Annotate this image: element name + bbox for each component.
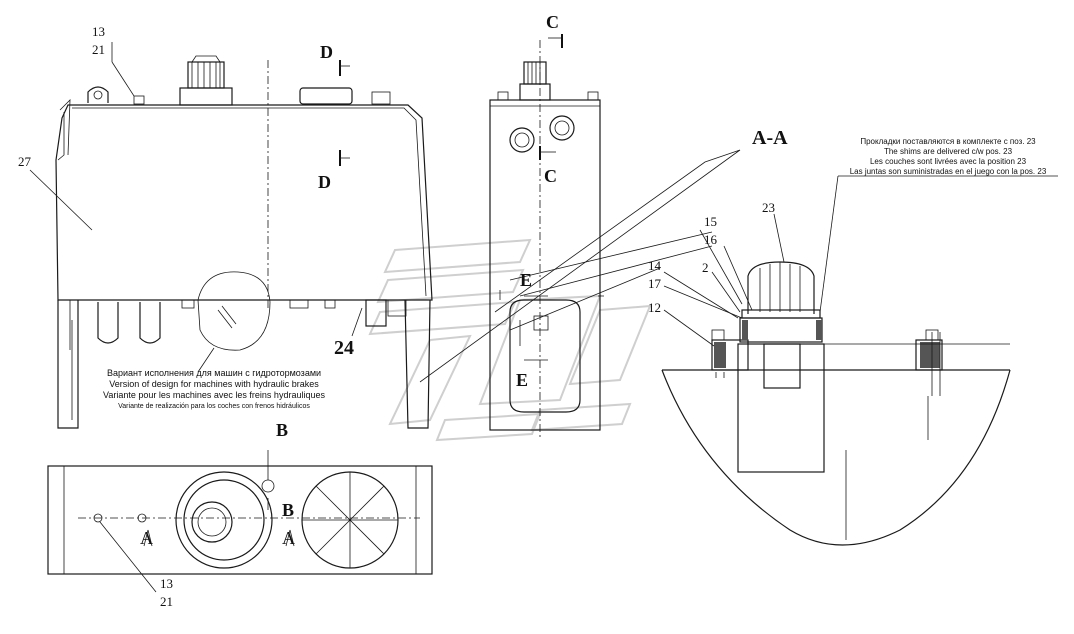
section-a-a: [661, 175, 1058, 546]
tank-top-view: [47, 450, 433, 593]
section-a-left: A: [140, 528, 153, 548]
label-pos-23: 23: [762, 200, 775, 215]
section-e-bottom: E: [516, 370, 528, 390]
label-pos-27: 27: [18, 154, 32, 169]
note-shims-es: Las juntas son suministradas en el juego…: [850, 167, 1047, 176]
section-d-top: D: [320, 42, 333, 62]
note-hydraulic-ru: Вариант исполнения для машин с гидроторм…: [107, 368, 321, 378]
section-d-bottom: D: [318, 172, 331, 192]
tank-side-view: [419, 34, 741, 440]
tank-front-view: [29, 42, 433, 429]
note-hydraulic-en: Version of design for machines with hydr…: [109, 379, 319, 389]
label-pos-12: 12: [648, 300, 661, 315]
note-shims-fr: Les couches sont livrées avec la positio…: [870, 157, 1027, 166]
section-c-bottom: C: [544, 166, 557, 186]
label-pos-24: 24: [334, 337, 354, 359]
section-b-top: B: [276, 420, 288, 440]
label-pos-21-bottom: 21: [160, 594, 173, 609]
note-shims-en: The shims are delivered c/w pos. 23: [884, 147, 1013, 156]
section-c-top: C: [546, 12, 559, 32]
section-aa-title: A-A: [752, 127, 788, 149]
note-shims-ru: Прокладки поставляются в комплекте с поз…: [860, 137, 1036, 146]
label-pos-21-top: 21: [92, 42, 105, 57]
section-e-top: E: [520, 270, 532, 290]
label-pos-15: 15: [704, 214, 717, 229]
label-pos-16: 16: [704, 232, 718, 247]
section-a-right: A: [282, 528, 295, 548]
label-pos-17: 17: [648, 276, 662, 291]
label-pos-13-bottom: 13: [160, 576, 173, 591]
section-b-bottom: B: [282, 500, 294, 520]
label-pos-13-top: 13: [92, 24, 105, 39]
note-hydraulic-fr: Variante pour les machines avec les frei…: [103, 390, 325, 400]
label-pos-2: 2: [702, 260, 709, 275]
note-hydraulic-es: Variante de realización para los coches …: [118, 403, 310, 410]
label-pos-14: 14: [648, 258, 662, 273]
